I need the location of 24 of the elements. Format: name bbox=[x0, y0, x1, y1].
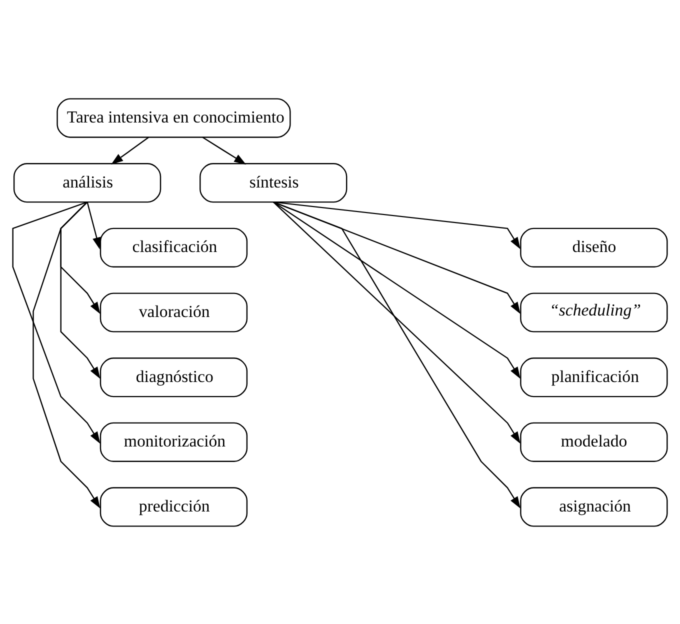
arrow bbox=[60, 201, 100, 314]
node-box: monitorización bbox=[100, 422, 248, 462]
node-box: síntesis bbox=[200, 162, 348, 202]
node-box: predicción bbox=[100, 486, 248, 526]
node-box: modelado bbox=[520, 422, 668, 462]
arrow bbox=[12, 200, 100, 444]
arrow bbox=[111, 136, 150, 164]
node-box: clasificación bbox=[100, 227, 248, 267]
node-box: diseño bbox=[520, 227, 668, 267]
node-box: asignación bbox=[520, 486, 668, 526]
node-box: Tarea intensiva en conocimiento bbox=[56, 98, 291, 138]
node-box: planificación bbox=[520, 357, 668, 397]
arrow bbox=[273, 201, 520, 378]
node-box: valoración bbox=[100, 292, 248, 332]
arrow bbox=[202, 136, 246, 164]
arrow bbox=[86, 201, 101, 249]
node-box: análisis bbox=[13, 162, 162, 202]
node-box: diagnóstico bbox=[100, 357, 248, 397]
arrow bbox=[32, 201, 100, 508]
arrow bbox=[60, 201, 100, 378]
node-box: “scheduling” bbox=[520, 292, 668, 332]
arrow bbox=[273, 201, 520, 314]
arrow bbox=[273, 201, 520, 508]
arrow bbox=[272, 201, 520, 444]
